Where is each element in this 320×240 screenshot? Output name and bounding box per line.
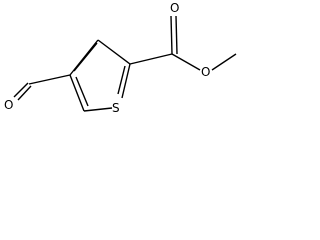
bond-ring-c5-c4-inner	[75, 76, 89, 107]
bond-ring-c2-s-inner	[117, 65, 126, 95]
structure-diagram: O S O O	[0, 0, 240, 122]
ester-oxygen-label: O	[201, 65, 210, 79]
bond-ring-s-c5	[83, 107, 113, 112]
bond-ring-c2-s	[121, 63, 131, 99]
atom-labels: O S O O	[4, 1, 210, 115]
bond-aldehyde-c-ring	[28, 74, 71, 85]
aldehyde-oxygen-label: O	[4, 98, 13, 112]
bond-aldehyde-c-double-o-a	[13, 82, 29, 98]
ring-sulfur-label: S	[112, 101, 120, 115]
bond-carbonyl-c-double-o-b	[175, 15, 178, 55]
carbonyl-oxygen-label: O	[170, 1, 179, 15]
bond-aldehyde-c-double-o-b	[17, 85, 32, 101]
bond-ester-o-methyl	[211, 53, 237, 71]
bond-lines	[13, 15, 237, 112]
bond-c2-carbonyl	[129, 53, 173, 65]
bond-ring-c4-c3-inner	[73, 42, 98, 72]
bond-ring-c5-c4	[69, 74, 85, 112]
bond-carbonyl-c-ester-o	[171, 53, 201, 71]
bond-carbonyl-c-double-o-a	[170, 15, 173, 55]
bond-ring-c3-c2	[97, 39, 131, 65]
